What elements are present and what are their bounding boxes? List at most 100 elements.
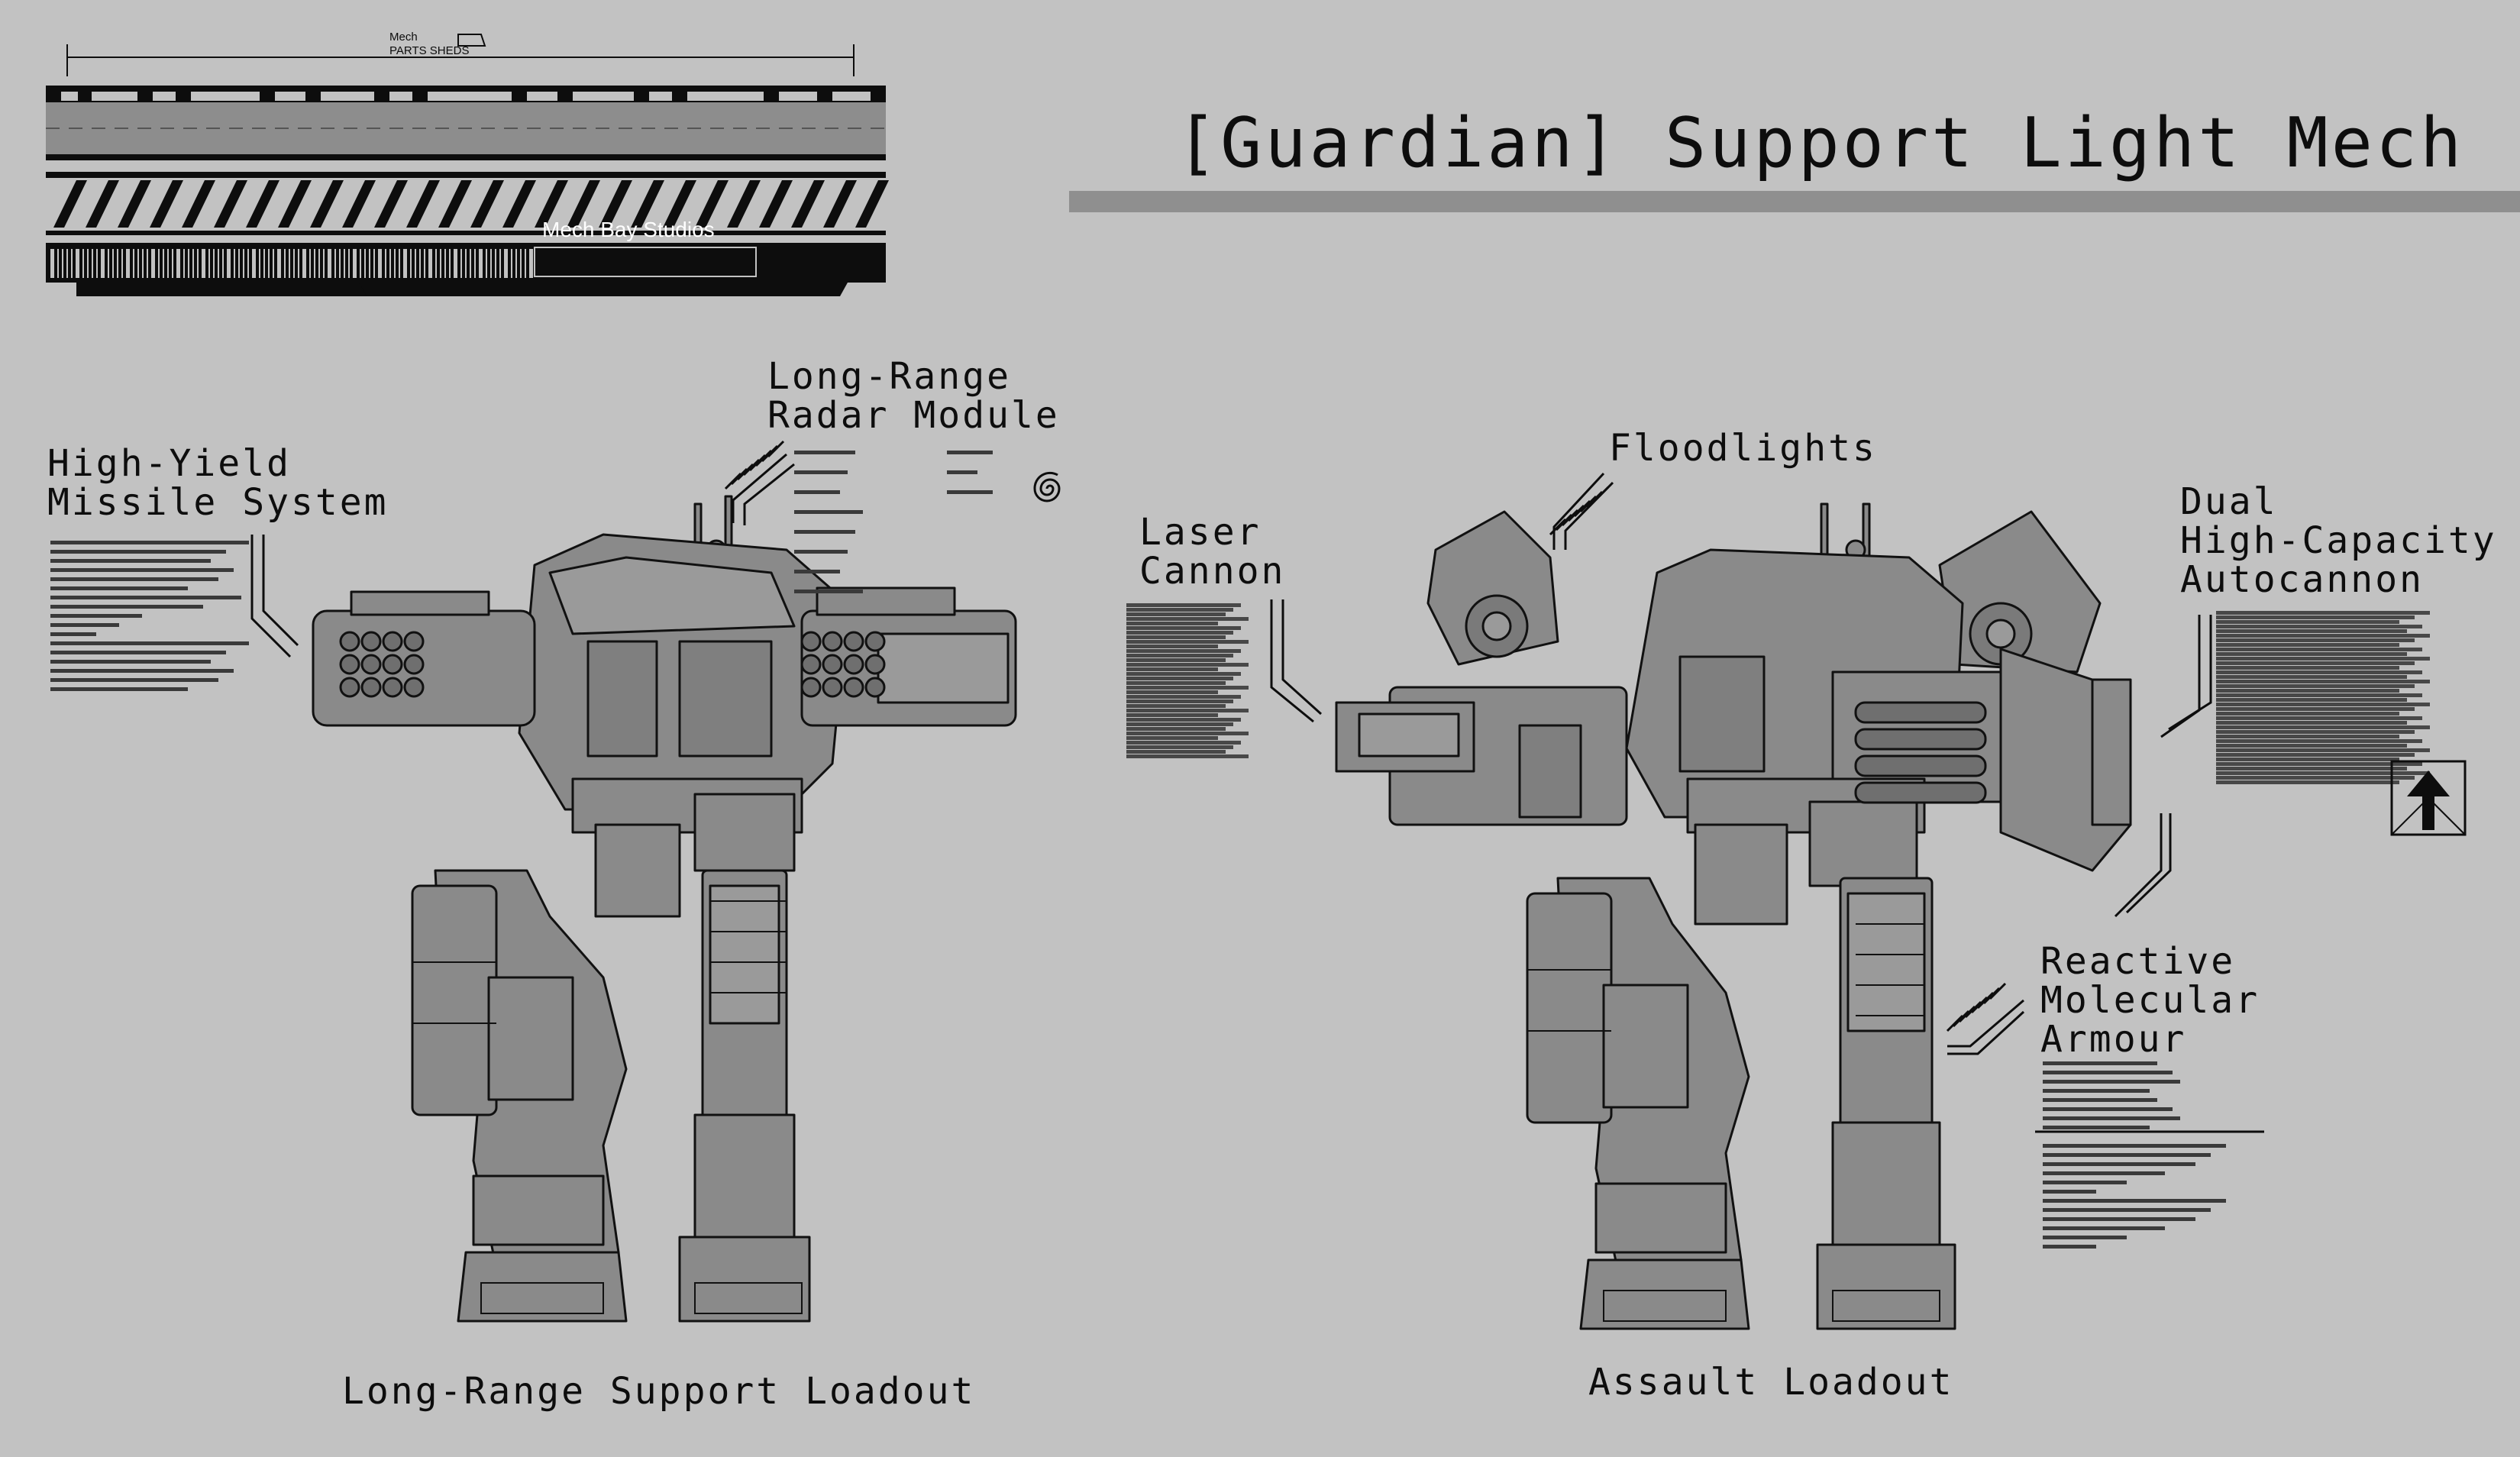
barcode-bar [486,249,487,278]
spec-line [1126,741,1241,745]
spec-line [50,568,234,572]
spec-line [50,651,226,654]
barcode-bar [218,249,219,278]
dimension-top-label: Mech [389,31,418,44]
missile-tube [800,654,822,675]
spec-line [1126,658,1226,662]
barcode-bar [101,249,105,278]
spec-line [1126,699,1233,703]
barcode-bar [323,249,325,278]
spec-line [2216,771,2430,775]
spec-line [50,641,249,645]
spec-line [1126,750,1226,754]
spec-line [1126,626,1241,630]
barcode-bar [117,249,118,278]
spec-line [2216,680,2430,683]
missile-tube [843,677,864,698]
barcode-bar [142,249,144,278]
spec-line [947,470,977,474]
barcode-bar [92,249,93,278]
caption-assault-loadout: Assault Loadout [1588,1361,1954,1404]
logo-stripe [278,180,312,228]
logo-stripe [342,180,376,228]
barcode-bar [133,249,134,278]
title-underline-bar [1069,191,2520,212]
barcode-bar [151,249,155,278]
spec-line [2043,1144,2226,1148]
spec-line [794,470,848,474]
spec-line [2216,758,2399,761]
spec-line [2043,1217,2195,1221]
spec-line [1126,713,1218,717]
barcode-bar [334,249,336,278]
missile-tube [822,677,843,698]
barcode-bar [188,249,189,278]
mech-long-range [298,489,1031,1329]
missile-tube [403,677,425,698]
spec-line [2043,1245,2096,1249]
hatch-mark [1591,486,1610,504]
spec-line [1126,686,1249,690]
spec-line [1126,709,1249,712]
spec-line [1126,718,1241,722]
barcode-bar [424,249,425,278]
spec-line [50,669,234,673]
missile-tube [403,654,425,675]
logo-stripe [182,180,215,228]
spec-line [2216,620,2399,624]
spec-line [1126,631,1233,635]
spec-line [2043,1190,2096,1194]
logo-stripe [535,180,568,228]
barcode-bar [147,249,148,278]
spec-line [947,451,993,454]
spec-line [50,596,241,599]
callout-missile-system: High-Yield Missile System [47,442,389,524]
logo-stripe [374,180,408,228]
logo-stripe [150,180,183,228]
mech-assault [1329,496,2169,1336]
logo-stripe [406,180,440,228]
spec-line [947,490,993,494]
barcode-bar [309,249,311,278]
spec-line [2216,748,2430,752]
barcode-bar [302,249,306,278]
barcode-bar [277,249,281,278]
barcode-bar [440,249,441,278]
barcode-bar [163,249,164,278]
barcode-bar [479,249,483,278]
barcode-bar [202,249,205,278]
spec-line [50,687,188,691]
barcode-bar [373,249,375,278]
barcode-bar [364,249,366,278]
spec-line [1126,677,1233,680]
barcode-bar [499,249,501,278]
spec-line [2043,1153,2211,1157]
spec-line [794,550,848,554]
spec-line [2216,712,2399,716]
spec-line [2043,1116,2180,1120]
spec-line [2216,721,2407,725]
barcode-bar [529,249,533,278]
spec-line [2043,1199,2226,1203]
spec-line [2043,1181,2127,1184]
logo-stripe [727,180,761,228]
missile-tube [864,677,886,698]
barcode-bar [238,249,240,278]
logo-stripe [631,180,664,228]
barcode-bar [415,249,416,278]
logo-stripe [86,180,119,228]
hatch-mark [767,440,785,458]
barcode-bar [474,249,476,278]
mech-long-range-drawing [312,495,1017,1323]
logo-stripe [53,180,87,228]
missile-tube [843,654,864,675]
missile-tube [822,631,843,652]
barcode-bar [470,249,471,278]
missile-tube [382,677,403,698]
barcode-bar [360,249,361,278]
hatch-mark [1989,982,2007,1000]
spec-line [1126,603,1241,607]
barcode-bar [369,249,370,278]
barcode-bar [273,249,274,278]
spec-line [2216,661,2415,665]
